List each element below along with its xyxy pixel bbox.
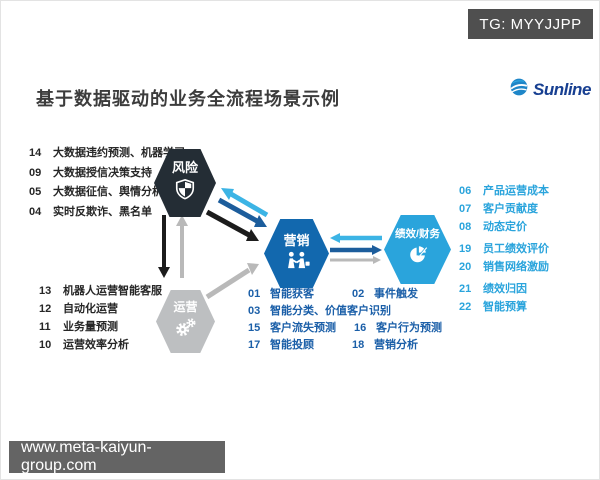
people-handshake-icon xyxy=(284,251,310,274)
pie-chart-icon xyxy=(407,243,429,270)
watermark-badge: TG: MYYJJPP xyxy=(468,9,593,39)
node-marketing-label: 营销 xyxy=(283,232,310,248)
arrow-marketing-to-performance-gray xyxy=(330,256,381,264)
arrow-marketing-to-performance-darkblue xyxy=(330,245,382,255)
watermark-url: www.meta-kaiyun-group.com xyxy=(9,439,225,474)
gears-icon xyxy=(174,317,198,342)
page-title: 基于数据驱动的业务全流程场景示例 xyxy=(36,89,340,109)
arrow-operations-to-marketing-gray xyxy=(205,263,259,300)
watermark-badge-text: TG: MYYJJPP xyxy=(479,15,582,33)
arrow-risk-to-marketing-darkblue xyxy=(217,197,267,227)
arrow-risk-to-operations-black xyxy=(158,215,170,278)
node-operations-label: 运营 xyxy=(173,300,198,314)
arrow-performance-to-marketing-lightblue xyxy=(330,233,382,243)
arrow-risk-to-marketing-black xyxy=(205,209,259,241)
arrow-operations-to-risk-gray xyxy=(176,215,188,278)
node-marketing: 营销 xyxy=(264,219,329,288)
node-risk-label: 风险 xyxy=(171,160,198,175)
sunline-logo: Sunline xyxy=(509,77,591,102)
watermark-url-text: www.meta-kaiyun-group.com xyxy=(21,439,152,474)
node-performance-label: 绩效/财务 xyxy=(395,227,440,240)
sunline-logo-text: Sunline xyxy=(533,79,591,99)
sunline-globe-icon xyxy=(509,77,529,102)
arrow-marketing-to-risk-lightblue xyxy=(221,188,269,218)
shield-icon xyxy=(174,178,196,205)
